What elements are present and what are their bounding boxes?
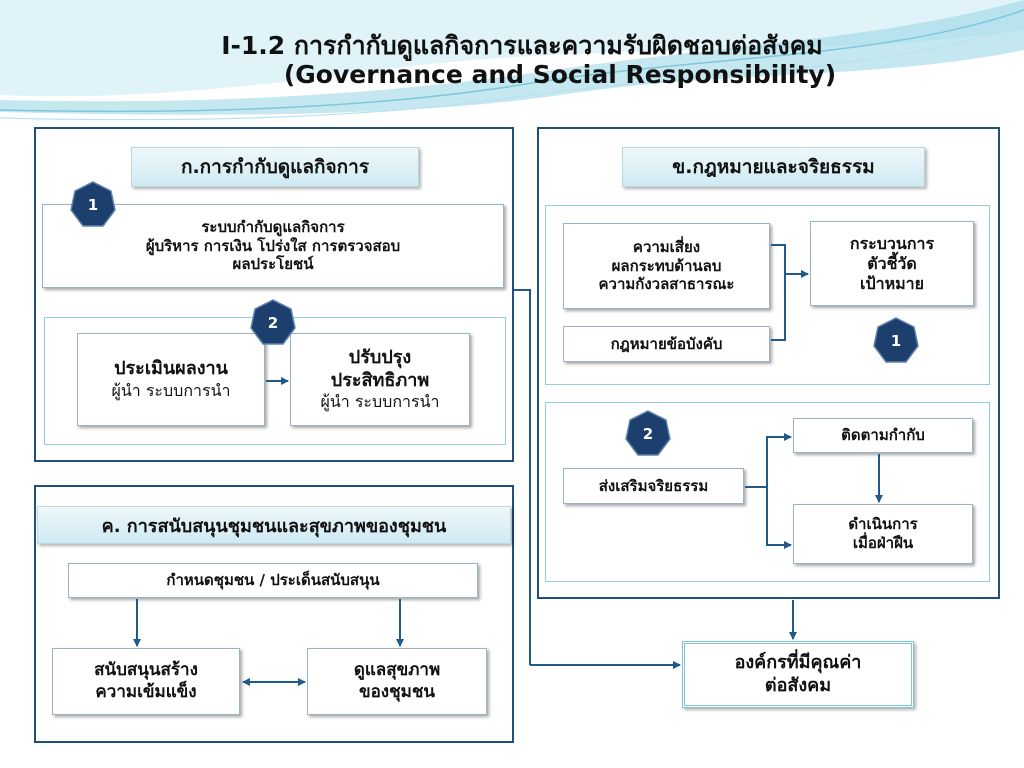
badge-a1: 1 <box>69 181 117 229</box>
process-indicator-box: กระบวนการ ตัวชี้วัด เป้าหมาย <box>810 221 974 306</box>
badge-b2: 2 <box>624 410 672 458</box>
improve-efficiency-box: ปรับปรุง ประสิทธิภาพ ผู้นำ ระบบการนำ <box>290 333 470 426</box>
evaluate-performance-box: ประเมินผลงาน ผู้นำ ระบบการนำ <box>77 333 265 426</box>
monitor-box: ติดตามกำกับ <box>793 418 973 453</box>
heptagon-badge-icon <box>250 299 296 345</box>
define-community-box: กำหนดชุมชน / ประเด็นสนับสนุน <box>68 563 478 598</box>
badge-b1: 1 <box>872 317 920 365</box>
panel-community-header: ค. การสนับสนุนชุมชนและสุขภาพของชุมชน <box>37 506 511 544</box>
panel-governance-header: ก.การกำกับดูแลกิจการ <box>131 147 419 187</box>
valuable-organization-box: องค์กรที่มีคุณค่า ต่อสังคม <box>682 641 914 708</box>
line-panels-to-result <box>514 289 531 665</box>
header-wave-decoration <box>0 0 1024 121</box>
heptagon-badge-icon <box>625 410 671 456</box>
promote-ethics-box: ส่งเสริมจริยธรรม <box>563 468 744 504</box>
page-title: I-1.2 การกำกับดูแลกิจการและความรับผิดชอบ… <box>221 31 823 60</box>
enforcement-action-box: ดำเนินการ เมื่อฝ่าฝืน <box>793 504 973 564</box>
heptagon-badge-icon <box>70 181 116 227</box>
panel-law-ethics-header: ข.กฎหมายและจริยธรรม <box>622 147 925 187</box>
governance-system-box: ระบบกำกับดูแลกิจการ ผู้บริหาร การเงิน โป… <box>42 204 504 288</box>
support-strength-box: สนับสนุนสร้าง ความเข้มแข็ง <box>52 648 240 715</box>
community-health-box: ดูแลสุขภาพ ของชุมชน <box>307 648 487 715</box>
page-subtitle: (Governance and Social Responsibility) <box>283 60 837 89</box>
badge-a2: 2 <box>249 299 297 347</box>
law-regulation-box: กฎหมายข้อบังคับ <box>563 326 770 362</box>
risk-impact-box: ความเสี่ยง ผลกระทบด้านลบ ความกังวลสาธารณ… <box>563 223 770 309</box>
heptagon-badge-icon <box>873 317 919 363</box>
